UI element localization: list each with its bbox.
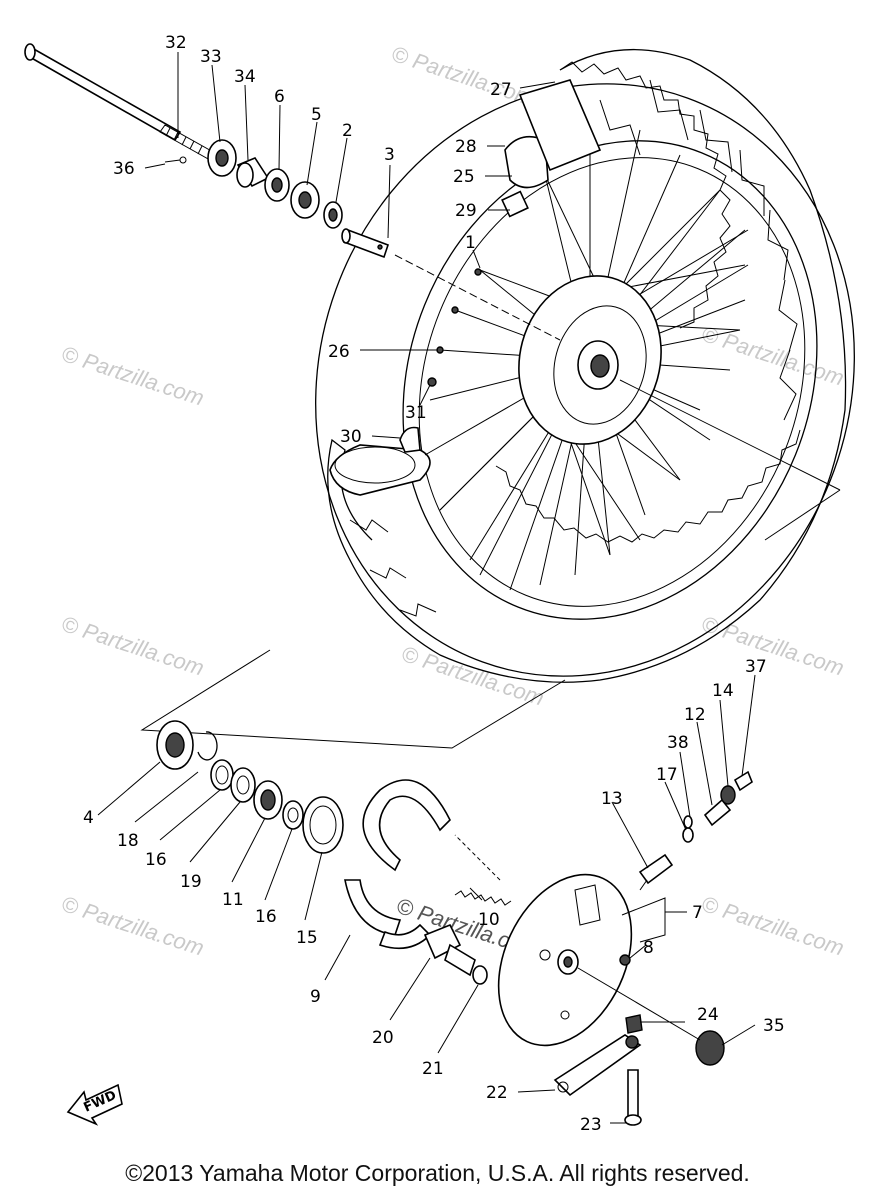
callout-28: 28 <box>455 137 477 157</box>
callout-2: 2 <box>342 121 353 141</box>
callout-24: 24 <box>697 1005 719 1025</box>
watermark-text: © Partzilla.com <box>398 641 547 711</box>
watermark-text: © Partzilla.com <box>58 891 207 961</box>
callout-21: 21 <box>422 1059 444 1079</box>
callout-38: 38 <box>667 733 689 753</box>
callout-35: 35 <box>763 1016 785 1036</box>
callout-37: 37 <box>745 657 767 677</box>
callout-26: 26 <box>328 342 350 362</box>
callout-23: 23 <box>580 1115 602 1135</box>
callout-15: 15 <box>296 928 318 948</box>
callout-numbers: 32 33 34 6 5 2 3 36 27 28 25 29 1 26 31 … <box>83 33 785 1135</box>
copyright-notice: ©2013 Yamaha Motor Corporation, U.S.A. A… <box>125 1160 750 1186</box>
callout-9: 9 <box>310 987 321 1007</box>
callout-8: 8 <box>643 938 654 958</box>
callout-6: 6 <box>274 87 285 107</box>
callout-1: 1 <box>465 233 476 253</box>
callout-32: 32 <box>165 33 187 53</box>
watermark-text: © Partzilla.com <box>388 41 537 111</box>
callout-7: 7 <box>692 903 703 923</box>
rim-band-25 <box>504 135 549 189</box>
tire-tread <box>339 61 801 617</box>
callout-5: 5 <box>311 105 322 125</box>
leader-lines <box>97 52 756 1124</box>
callout-20: 20 <box>372 1028 394 1048</box>
callout-4: 4 <box>83 808 94 828</box>
callout-31: 31 <box>405 403 427 423</box>
callout-12: 12 <box>684 705 706 725</box>
brake-assembly <box>156 720 753 1126</box>
callout-3: 3 <box>384 145 395 165</box>
callout-36: 36 <box>113 159 135 179</box>
callout-10: 10 <box>478 910 500 930</box>
watermark-text: © Partzilla.com <box>698 611 847 681</box>
wheel-assembly <box>315 48 855 683</box>
callout-16b: 16 <box>255 907 277 927</box>
callout-19: 19 <box>180 872 202 892</box>
guide-lines <box>140 649 566 749</box>
callout-14: 14 <box>712 681 734 701</box>
watermark-text: © Partzilla.com <box>58 611 207 681</box>
watermark-text: © Partzilla.com <box>58 341 207 411</box>
callout-11: 11 <box>222 890 244 910</box>
watermark-text: © Partzilla.com <box>698 321 847 391</box>
axle-assembly <box>24 43 841 541</box>
callout-34: 34 <box>234 67 256 87</box>
callout-18: 18 <box>117 831 139 851</box>
fwd-arrow-icon: FWD <box>66 1083 123 1126</box>
callout-17: 17 <box>656 765 678 785</box>
callout-16a: 16 <box>145 850 167 870</box>
callout-22: 22 <box>486 1083 508 1103</box>
callout-27: 27 <box>490 80 512 100</box>
callout-25: 25 <box>453 167 475 187</box>
callout-30: 30 <box>340 427 362 447</box>
watermark-text: © Partzilla.com <box>698 891 847 961</box>
callout-29: 29 <box>455 201 477 221</box>
callout-33: 33 <box>200 47 222 67</box>
callout-13: 13 <box>601 789 623 809</box>
